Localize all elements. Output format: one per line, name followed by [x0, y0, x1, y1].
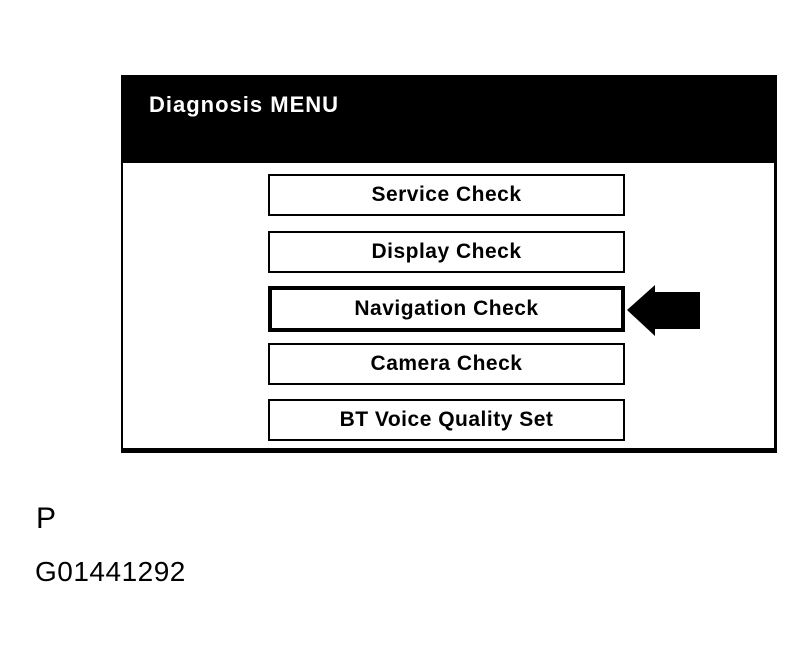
menu-button-navigation-check[interactable]: Navigation Check	[268, 286, 625, 332]
selection-arrow-icon	[627, 285, 700, 336]
menu-button-service-check[interactable]: Service Check	[268, 174, 625, 216]
screen-header: Diagnosis MENU	[121, 75, 777, 163]
figure-id: G01441292	[35, 556, 186, 587]
page-label: P	[36, 502, 57, 535]
diagnosis-menu-screen: Diagnosis MENU Service Check Display Che…	[121, 75, 777, 453]
screen-title: Diagnosis MENU	[149, 92, 340, 117]
menu-button-bt-voice-quality-set[interactable]: BT Voice Quality Set	[268, 399, 625, 441]
menu-button-camera-check[interactable]: Camera Check	[268, 343, 625, 385]
menu-button-display-check[interactable]: Display Check	[268, 231, 625, 273]
